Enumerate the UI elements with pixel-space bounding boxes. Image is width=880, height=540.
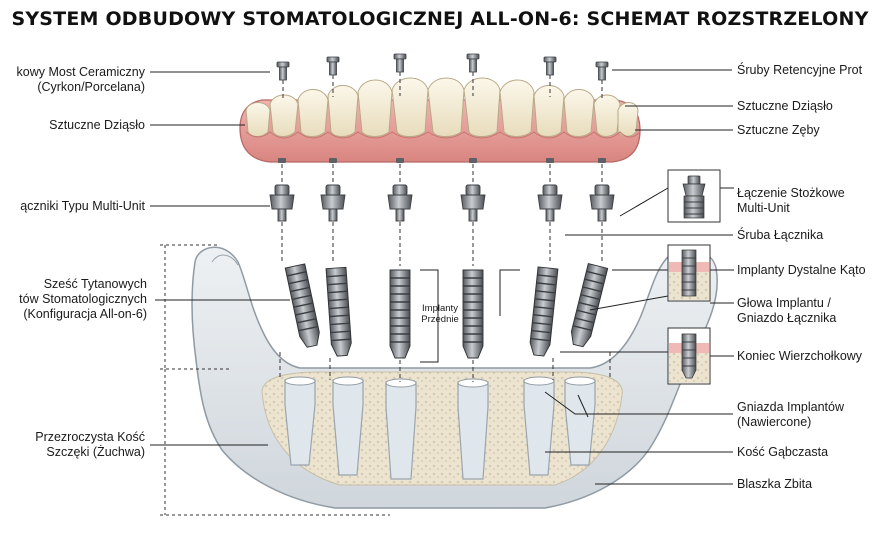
front-implants-bracket (420, 269, 439, 363)
dimension-bracket (160, 244, 390, 516)
label-cancellous-bone: Kość Gąbczasta (737, 445, 829, 459)
label-artificial-gum-right: Sztuczne Dziąsło (737, 99, 833, 113)
retention-screws (276, 53, 609, 81)
ceramic-bridge (239, 77, 641, 163)
label-cortical-bone: Blaszka Zbita (737, 477, 813, 491)
diagram-title: SYSTEM ODBUDOWY STOMATOLOGICZNEJ ALL-ON-… (11, 8, 869, 30)
label-implant-sockets: Gniazda Implantów (Nawiercone) (737, 400, 845, 429)
mandible (191, 246, 718, 509)
label-front-implants: Implanty Przednie (421, 303, 459, 325)
multi-unit-abutments (269, 184, 615, 222)
leader-lines-left (150, 71, 290, 446)
label-implant-head: Głowa Implantu / Gniazdo Łącznika (737, 296, 837, 325)
artificial-teeth (245, 77, 639, 137)
label-abutment-screw: Śruba Łącznika (737, 228, 824, 242)
inset-implant-head (667, 244, 711, 302)
label-artificial-teeth: Sztuczne Zęby (737, 123, 820, 137)
label-titanium-implants: Sześć Tytanowych tów Stomatologicznych (… (19, 277, 147, 321)
alignment-dashes (279, 72, 611, 382)
label-conical-connection: Łączenie Stożkowe Multi-Unit (737, 186, 845, 215)
label-apical-end: Koniec Wierzchołkowy (737, 349, 863, 363)
label-artificial-gum-left: Sztuczne Dziąsło (49, 118, 145, 132)
inset-apical-end (667, 327, 711, 385)
label-distal-implants: Implanty Dystalne Kąto (737, 263, 866, 277)
implant-sockets (284, 379, 596, 480)
label-retention-screws: Śruby Retencyjne Prot (737, 63, 863, 77)
inset-conical-connection (667, 169, 721, 223)
label-ceramic-bridge: kowy Most Ceramiczny (Cyrkon/Porcelana) (16, 65, 146, 94)
titanium-implants (284, 263, 609, 359)
label-multi-unit-abutments: ączniki Typu Multi-Unit (20, 199, 145, 213)
label-transparent-mandible: Przezroczysta Kość Szczęki (Żuchwa) (35, 430, 145, 459)
